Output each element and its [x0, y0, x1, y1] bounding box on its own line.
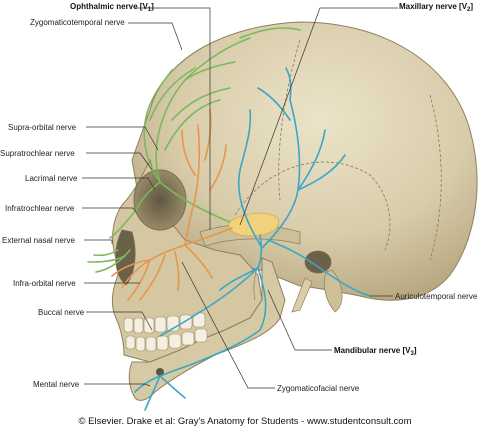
squamous-suture — [234, 161, 391, 251]
trigeminal-ganglion — [227, 212, 280, 237]
leader-lines — [82, 7, 398, 389]
label-buccal-nerve: Buccal nerve — [38, 308, 85, 317]
label-zygomaticotemporal-nerve: Zygomaticotemporal nerve — [30, 18, 125, 27]
label-infraorbital-nerve: Infra-orbital nerve — [13, 279, 76, 288]
copyright-credit: © Elsevier. Drake et al: Gray's Anatomy … — [78, 416, 411, 427]
label-ophthalmic-nerve: Ophthalmic nerve [V1] — [70, 2, 154, 13]
label-external-nasal-nerve: External nasal nerve — [2, 236, 75, 245]
label-mental-nerve: Mental nerve — [33, 380, 80, 389]
label-supraorbital-nerve: Supra-orbital nerve — [8, 123, 77, 132]
label-auriculotemporal-nerve: Auriculotemporal nerve — [395, 292, 478, 301]
label-maxillary-nerve: Maxillary nerve [V2] — [399, 2, 473, 13]
label-zygomaticofacial-nerve: Zygomaticofacial nerve — [277, 384, 360, 393]
label-mandibular-nerve: Mandibular nerve [V3] — [334, 346, 417, 357]
mandibular-nerve-branches — [134, 67, 371, 411]
label-lacrimal-nerve: Lacrimal nerve — [25, 174, 78, 183]
maxillary-nerve-branches — [111, 109, 233, 301]
external-acoustic-meatus — [304, 250, 332, 274]
nerve-labels: Ophthalmic nerve [V1] Zygomaticotemporal… — [0, 2, 478, 393]
mandible — [128, 257, 286, 401]
label-infratrochlear-nerve: Infratrochlear nerve — [5, 204, 75, 213]
styloid-process — [291, 277, 313, 313]
ophthalmic-nerve-branches — [87, 27, 301, 273]
mental-foramen — [156, 368, 164, 376]
teeth — [123, 312, 208, 352]
lambdoid-suture — [429, 94, 442, 261]
nasal-cavity — [115, 229, 136, 286]
coronal-suture — [278, 39, 301, 201]
label-supratrochlear-nerve: Supratrochlear nerve — [0, 149, 75, 158]
